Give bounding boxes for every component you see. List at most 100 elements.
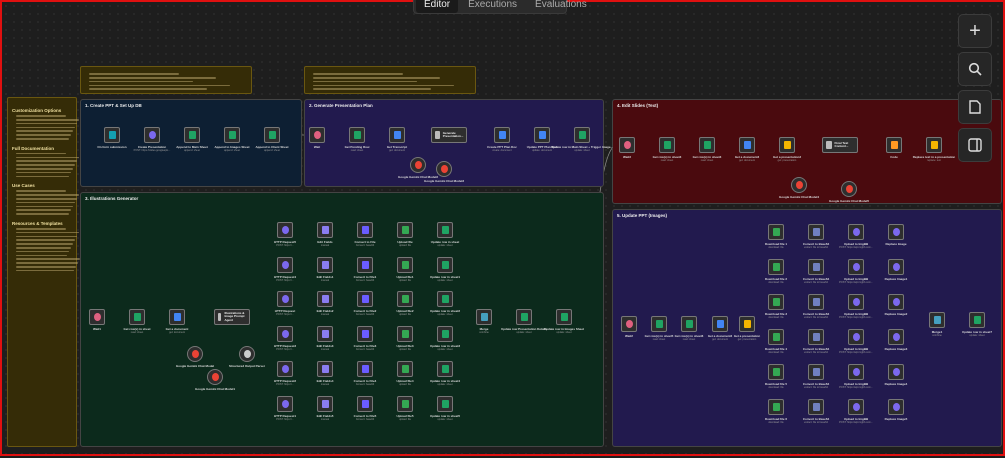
workflow-node[interactable]: Update row in Main Sheet + Trigger Image… xyxy=(551,127,613,152)
workflow-node[interactable]: Replace Image5 xyxy=(885,399,907,421)
workflow-node[interactable]: Google Gemini Chat Model3 xyxy=(424,161,464,183)
workflow-node[interactable]: Replace Image2 xyxy=(885,294,907,316)
tab-executions[interactable]: Executions xyxy=(468,0,518,10)
group-g1[interactable]: 1. Create PPT & Set Up DB xyxy=(80,99,302,187)
workflow-node[interactable]: Replace Image3 xyxy=(885,329,907,351)
search-button[interactable] xyxy=(958,52,992,86)
sticky-note-button[interactable] xyxy=(958,90,992,124)
tab-editor[interactable]: Editor xyxy=(416,0,459,13)
workflow-node[interactable]: Google Gemini Chat Model2 xyxy=(398,157,438,179)
workflow-node[interactable]: Replace Image1 xyxy=(885,259,907,281)
toggle-panel-button[interactable] xyxy=(958,128,992,162)
workflow-node[interactable]: Google Gemini Chat Model1 xyxy=(195,369,235,391)
workflow-node[interactable]: Wait2 xyxy=(621,316,637,338)
workflow-node[interactable]: Code xyxy=(886,137,902,159)
workflow-node[interactable]: Generate Presentation... xyxy=(431,127,467,143)
workflow-node[interactable]: Structured Output Parser xyxy=(229,346,265,368)
group-g5[interactable]: 5. Update PPT (Images) xyxy=(612,209,1002,447)
workflow-node[interactable]: Wait3 xyxy=(619,137,635,159)
workflow-node[interactable]: Replace Image xyxy=(885,224,907,246)
workflow-node[interactable]: On form submission xyxy=(97,127,127,149)
add-node-button[interactable]: + xyxy=(958,14,992,48)
tab-evaluations[interactable]: Evaluations xyxy=(535,0,587,10)
workflow-node[interactable]: Google Gemini Chat Model4 xyxy=(779,177,819,199)
workflow-node[interactable]: Google Gemini Chat Model5 xyxy=(829,181,869,203)
sticky-note-instructions[interactable] xyxy=(304,66,476,94)
sticky-note-setup[interactable] xyxy=(80,66,252,94)
workflow-node[interactable]: Google Gemini Chat Model xyxy=(176,346,214,368)
workflow-node[interactable]: Final Text Content... xyxy=(822,137,858,153)
workflow-node[interactable]: Replace Image4 xyxy=(885,364,907,386)
workflow-node[interactable]: Illustrations & Image Prompt Agent xyxy=(214,309,250,325)
workflow-node[interactable]: Wait1 xyxy=(89,309,105,331)
group-g2[interactable]: 2. Generate Presentation Plan xyxy=(304,99,604,187)
